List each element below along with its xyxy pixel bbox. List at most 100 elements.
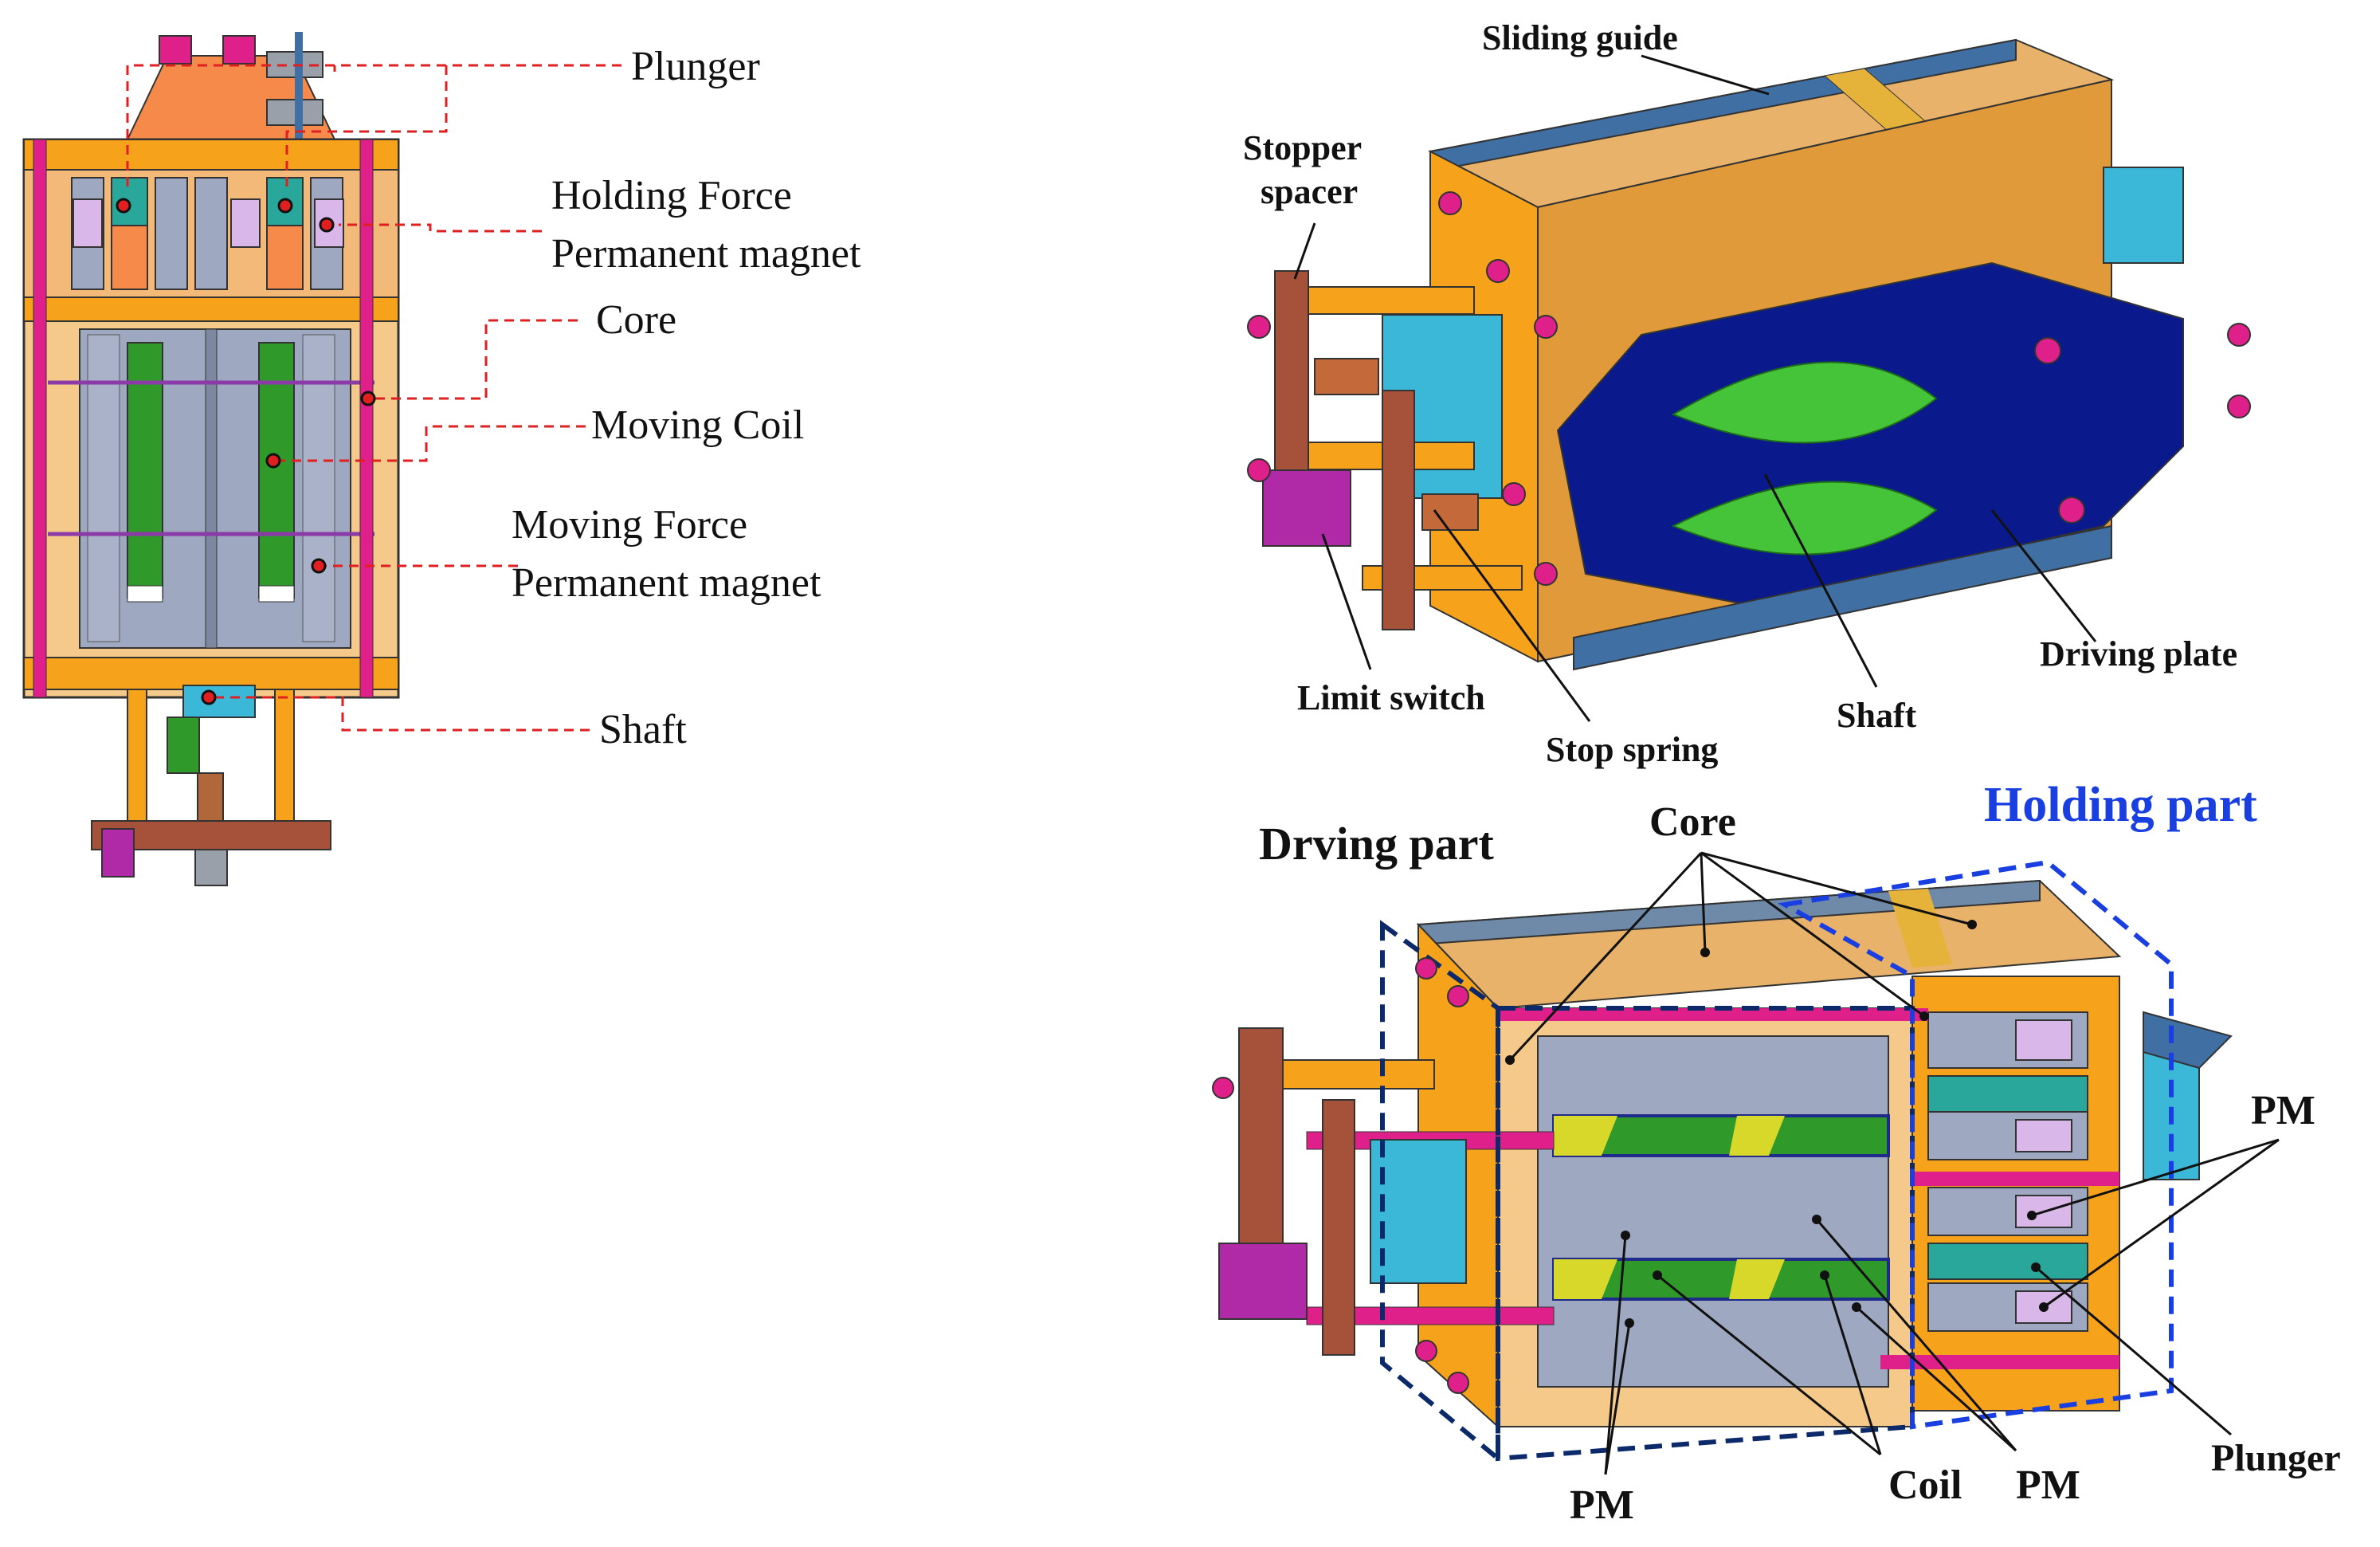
leader-pm-bm-1 (1815, 1219, 2017, 1451)
core-slot-right (302, 334, 335, 642)
leader-coil (279, 425, 586, 462)
stop-spring-lower (1421, 493, 1479, 531)
top-bolt-1 (159, 35, 192, 65)
holding-pm-b (2015, 1119, 2072, 1152)
dot-7 (2027, 1211, 2037, 1220)
label-pm-right: PM (2251, 1088, 2315, 1133)
left-section-diagram: Plunger Holding Force Permanent magnet C… (22, 32, 861, 886)
leader-sliding-guide (1641, 54, 1770, 96)
dot-2 (1625, 1318, 1634, 1328)
shaft-disc-lower (1671, 481, 1938, 556)
label-holding-part: Holding part (1984, 778, 2257, 832)
leader-core-3 (1700, 851, 1925, 1018)
leader-driving-plate (1990, 509, 2097, 642)
plunger-rod (295, 32, 303, 143)
label-holding-pm: Permanent magnet (551, 231, 861, 277)
label-holding-force: Holding Force (551, 173, 792, 218)
top-right-leaders (1293, 54, 2097, 722)
label-limit-switch: Limit switch (1297, 678, 1485, 717)
leader-coil-1 (1657, 1274, 1881, 1456)
label-driving-plate: Driving plate (2040, 634, 2237, 673)
bolt-o (1447, 1372, 1469, 1394)
bolt-b (1486, 259, 1510, 283)
cyan-block-right (2103, 167, 2184, 264)
label-sliding-guide: Sliding guide (1482, 18, 1678, 57)
dot-9 (2031, 1262, 2041, 1272)
tie-rod-right (359, 139, 374, 698)
leader-stop-spring (1433, 509, 1591, 722)
shaft-disc-upper (1671, 361, 1938, 444)
bottom-right-leaders (1508, 851, 2280, 1475)
leader-core-1 (1508, 851, 1703, 1062)
bolt-n (1415, 1340, 1437, 1362)
mid-orange-band (23, 296, 399, 322)
label-moving-pm: Permanent magnet (512, 560, 821, 606)
leader-pm-bl-1 (1604, 1235, 1627, 1475)
tie-rod-5 (1880, 1355, 2119, 1369)
holding-pm-a (2015, 1019, 2072, 1061)
bottom-rail (1573, 524, 2112, 671)
label-plunger: Plunger (631, 44, 760, 89)
top-bolt-2 (222, 35, 256, 65)
bottom-right-bolts (1212, 957, 1469, 1394)
dot-11 (1967, 920, 1977, 929)
top-right-assembly: Sliding guide Stopper spacer Limit switc… (1243, 18, 2251, 769)
limit-switch-top (1262, 469, 1351, 547)
holding-plunger-b (1927, 1243, 2088, 1280)
bolt-c (1534, 315, 1558, 339)
bolt-j (1502, 482, 1526, 506)
leader-pm-right-1 (2031, 1138, 2280, 1217)
coil-1-end (127, 585, 163, 603)
dot-12 (1505, 1055, 1515, 1065)
coil-lower-yellow-2 (1729, 1259, 1785, 1299)
coil-2-end (258, 585, 295, 603)
label-driving-part: Drving part (1259, 818, 1495, 870)
moving-coil-1 (127, 342, 163, 599)
holding-pm-1 (73, 198, 103, 248)
label-pm-bottom-mid: PM (2016, 1463, 2080, 1508)
moving-coil-2 (258, 342, 295, 599)
bolt-g (2227, 395, 2251, 418)
left-leader-markers (116, 198, 376, 705)
holding-core-3 (194, 177, 228, 290)
bottom-right-dots (1505, 920, 2049, 1328)
bolt-a (1438, 191, 1462, 215)
dot-13 (1919, 1011, 1929, 1021)
label-core: Core (596, 297, 676, 343)
dot-3 (1653, 1270, 1662, 1280)
label-moving-force: Moving Force (512, 502, 747, 548)
bolt-k (1534, 562, 1558, 586)
leader-coil-2 (1823, 1274, 1882, 1455)
shaft-lower (167, 717, 200, 774)
leader-pm-bm-2 (1855, 1306, 2017, 1452)
leader-plunger (333, 64, 621, 72)
bottom-box-stripe (1888, 889, 1952, 968)
leader-core (374, 319, 578, 400)
core-divider (205, 328, 218, 649)
limit-switch-bottom (1218, 1243, 1308, 1320)
stop-spring (197, 772, 224, 822)
label-shaft-top: Shaft (1837, 696, 1917, 735)
leader-pm-right-2 (2043, 1138, 2280, 1309)
leader-shaft-top (1763, 473, 1878, 688)
plunger-plate-right (2143, 1011, 2233, 1070)
limit-switch (101, 828, 135, 878)
shaft-block (182, 685, 256, 718)
marker-coil (265, 453, 281, 469)
leader-pm-bl-2 (1604, 1322, 1631, 1475)
label-stop-spring: Stop spring (1546, 730, 1718, 769)
cyan-block-bottom (1370, 1139, 1467, 1284)
label-spacer: spacer (1261, 172, 1358, 211)
label-coil-bottom: Coil (1888, 1463, 1962, 1508)
leader-limit-switch (1321, 533, 1372, 670)
guide-rod-right (274, 689, 295, 842)
bolt-m (1447, 985, 1469, 1007)
leader-stopper-spacer (1293, 222, 1316, 280)
bolt-i (1247, 458, 1271, 482)
holding-core-2 (155, 177, 188, 290)
marker-holding-pm (319, 217, 335, 233)
leader-shaft (211, 696, 590, 732)
guide-rod-left (127, 689, 147, 842)
label-stopper: Stopper (1243, 128, 1362, 167)
bolt-d (2034, 337, 2061, 364)
